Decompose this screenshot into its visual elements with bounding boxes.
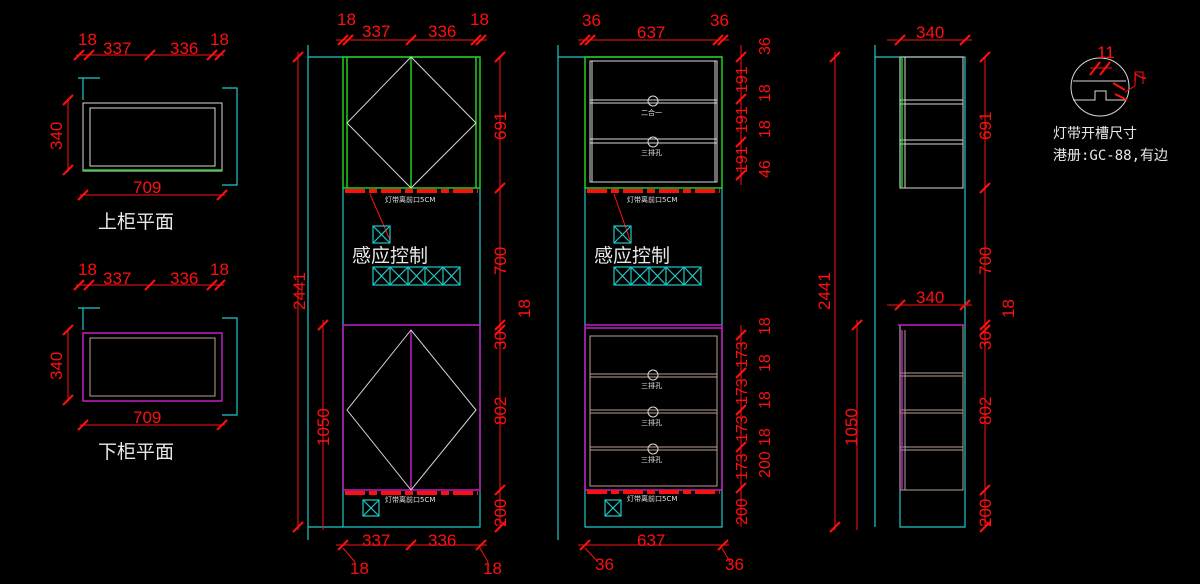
dim-label: 36 bbox=[582, 11, 601, 30]
led-note: 灯带离前口5CM bbox=[627, 195, 677, 204]
sensor-label: 感应控制 bbox=[352, 245, 428, 267]
dim-label: 200 bbox=[757, 451, 774, 478]
dim-label: 337 bbox=[103, 39, 131, 58]
dim-label: 340 bbox=[916, 288, 944, 307]
sensor-box-icon bbox=[613, 225, 632, 244]
dim-label: 36 bbox=[725, 555, 744, 574]
dim-label: 802 bbox=[976, 397, 995, 425]
dim-label: 337 bbox=[362, 22, 390, 41]
elevation-front: 灯带离前口5CM 灯带离前口5CM 感应控制 18 337 336 18 244… bbox=[290, 10, 534, 578]
dim-label: 36 bbox=[757, 37, 774, 55]
dim-label: 700 bbox=[976, 247, 995, 275]
dim-label: 173 bbox=[734, 341, 751, 368]
dim-label: 337 bbox=[103, 269, 131, 288]
shelf-label: 三排孔 bbox=[641, 148, 662, 157]
dim-label: 340 bbox=[916, 23, 944, 42]
dim-label: 191 bbox=[734, 146, 751, 173]
dim-label: 191 bbox=[734, 106, 751, 133]
dim-label: 191 bbox=[734, 66, 751, 93]
dim-label: 18 bbox=[999, 299, 1018, 318]
dim-label: 18 bbox=[757, 391, 774, 409]
dim-label: 30 bbox=[976, 331, 995, 350]
dim-label: 36 bbox=[595, 555, 614, 574]
sensor-label: 感应控制 bbox=[594, 245, 670, 267]
led-groove-detail: 11 7 灯带开槽尺寸 港册:GC-88,有边 bbox=[1053, 43, 1168, 164]
detail-title: 灯带开槽尺寸 bbox=[1053, 126, 1137, 142]
dim-label: 18 bbox=[515, 299, 534, 318]
dim-label: 173 bbox=[734, 378, 751, 405]
dim-label: 200 bbox=[976, 499, 995, 527]
dim-label: 18 bbox=[337, 10, 356, 29]
sensor-strip-icon bbox=[613, 266, 702, 286]
dim-label: 336 bbox=[170, 269, 198, 288]
dim-label: 700 bbox=[491, 247, 510, 275]
dim-label: 2441 bbox=[815, 272, 834, 310]
dim-label: 18 bbox=[757, 354, 774, 372]
plan-title: 上柜平面 bbox=[98, 211, 174, 233]
dim-label: 30 bbox=[491, 331, 510, 350]
led-note: 灯带离前口5CM bbox=[627, 494, 677, 503]
dim-label: 18 bbox=[757, 317, 774, 335]
dim-label: 18 bbox=[210, 260, 229, 279]
dim-label: 18 bbox=[210, 30, 229, 49]
dim-label: 802 bbox=[491, 397, 510, 425]
dim-label: 18 bbox=[78, 260, 97, 279]
dim-label: 173 bbox=[734, 453, 751, 480]
dim-label: 18 bbox=[350, 559, 369, 578]
sensor-strip-icon bbox=[372, 266, 461, 286]
dim-label: 336 bbox=[428, 22, 456, 41]
shelf-label: 三排孔 bbox=[641, 455, 662, 464]
dim-label: 1050 bbox=[314, 408, 333, 446]
led-note: 灯带离前口5CM bbox=[385, 195, 435, 204]
dim-label: 709 bbox=[133, 408, 161, 427]
dim-label: 336 bbox=[428, 531, 456, 550]
shelf-label: 三排孔 bbox=[641, 381, 662, 390]
dim-label: 340 bbox=[47, 352, 66, 380]
dim-label: 2441 bbox=[290, 272, 309, 310]
elevation-interior: 二合一 三排孔 三排孔 三排孔 三排孔 灯带离前口5CM 灯带离前口5CM 感应… bbox=[557, 11, 774, 574]
shelf-label: 二合一 bbox=[641, 108, 662, 117]
dim-label: 691 bbox=[491, 112, 510, 140]
plan-lower: 18 337 336 18 340 709 下柜平面 bbox=[47, 260, 238, 463]
dim-label: 18 bbox=[78, 30, 97, 49]
dim-label: 637 bbox=[637, 531, 665, 550]
detail-note: 港册:GC-88,有边 bbox=[1053, 148, 1168, 164]
sensor-box-icon bbox=[362, 499, 380, 517]
dim-label: 336 bbox=[170, 39, 198, 58]
dim-label: 709 bbox=[133, 178, 161, 197]
dim-label: 18 bbox=[470, 10, 489, 29]
dim-label: 337 bbox=[362, 531, 390, 550]
dim-label: 46 bbox=[757, 160, 774, 178]
shelf-label: 三排孔 bbox=[641, 418, 662, 427]
dim-label: 18 bbox=[757, 428, 774, 446]
led-note: 灯带离前口5CM bbox=[385, 495, 435, 504]
sensor-box-icon bbox=[604, 499, 622, 517]
dim-label: 7 bbox=[1131, 73, 1150, 82]
dim-label: 18 bbox=[757, 84, 774, 102]
dim-label: 200 bbox=[491, 499, 510, 527]
dim-label: 18 bbox=[483, 559, 502, 578]
sensor-box-icon bbox=[372, 225, 391, 244]
dim-label: 173 bbox=[734, 415, 751, 442]
dim-label: 36 bbox=[710, 11, 729, 30]
dim-label: 637 bbox=[637, 23, 665, 42]
elevation-side: 340 340 2441 1050 691 700 18 30 802 200 bbox=[815, 23, 1018, 533]
dim-label: 691 bbox=[976, 112, 995, 140]
plan-title: 下柜平面 bbox=[98, 441, 174, 463]
dim-label: 200 bbox=[734, 498, 751, 525]
dim-label: 1050 bbox=[842, 408, 861, 446]
dim-label: 18 bbox=[757, 120, 774, 138]
dim-label: 340 bbox=[47, 122, 66, 150]
plan-upper: 18 337 336 18 340 709 上柜平面 bbox=[47, 30, 238, 233]
dim-label: 11 bbox=[1097, 43, 1115, 62]
